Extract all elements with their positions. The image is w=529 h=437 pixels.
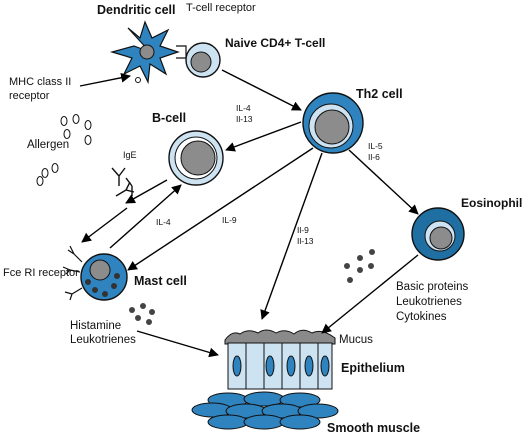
cytokine-il9-epi: Il-9 xyxy=(297,225,309,235)
eos-leukotrienes-label: Leukotrienes xyxy=(396,296,462,308)
eosinophil-cell xyxy=(411,207,465,261)
eosinophil-label: Eosinophil xyxy=(461,196,522,210)
ige-label: IgE xyxy=(123,150,137,160)
naive-t-cell xyxy=(185,42,221,78)
cytokine-il13-bcell: Il-13 xyxy=(236,114,253,124)
th2-cell-label: Th2 cell xyxy=(356,87,403,101)
cytokine-il5-eos: IL-5 xyxy=(368,141,383,151)
histamine-granules xyxy=(129,303,155,325)
cytokine-il13-epi: Il-13 xyxy=(297,236,314,246)
mast-cell-label: Mast cell xyxy=(134,274,187,288)
dendritic-cell-label: Dendritic cell xyxy=(97,3,176,17)
histamine-label: Histamine xyxy=(70,320,121,332)
mhc-label-line2: receptor xyxy=(9,90,50,102)
mhc-label-line1: MHC class II xyxy=(9,76,71,88)
fce-receptor-label: Fce RI receptor xyxy=(3,267,79,279)
dendritic-cell xyxy=(109,20,187,85)
epithelium-layer xyxy=(227,342,333,390)
smooth-muscle-layer xyxy=(191,391,339,430)
cytokine-il4-mast: IL-4 xyxy=(156,217,171,227)
cytokine-il9-mast: IL-9 xyxy=(222,215,237,225)
cytokine-il6-eos: Il-6 xyxy=(368,152,380,162)
mast-cell xyxy=(62,245,128,301)
mucus-layer xyxy=(224,329,336,345)
labels: Dendritic cell T-cell receptor Naive CD4… xyxy=(3,2,522,435)
cytokine-il4-bcell: IL-4 xyxy=(236,103,251,113)
arrows xyxy=(79,69,419,358)
th2-cell xyxy=(302,92,364,154)
ige-antibodies xyxy=(111,167,135,197)
mast-leukotrienes-label: Leukotrienes xyxy=(70,334,136,346)
allergen-particles xyxy=(36,114,92,186)
naive-t-cell-label: Naive CD4+ T-cell xyxy=(225,36,325,50)
cytokines-label: Cytokines xyxy=(396,311,447,323)
smooth-muscle-label: Smooth muscle xyxy=(327,421,420,435)
basic-proteins-label: Basic proteins xyxy=(396,281,468,293)
eosinophil-granules xyxy=(344,249,375,283)
b-cell xyxy=(168,130,224,186)
mucus-label: Mucus xyxy=(339,334,373,346)
epithelium-label: Epithelium xyxy=(341,361,405,375)
t-cell-receptor-label: T-cell receptor xyxy=(186,2,256,14)
allergen-label: Allergen xyxy=(27,139,69,151)
b-cell-label: B-cell xyxy=(152,111,186,125)
